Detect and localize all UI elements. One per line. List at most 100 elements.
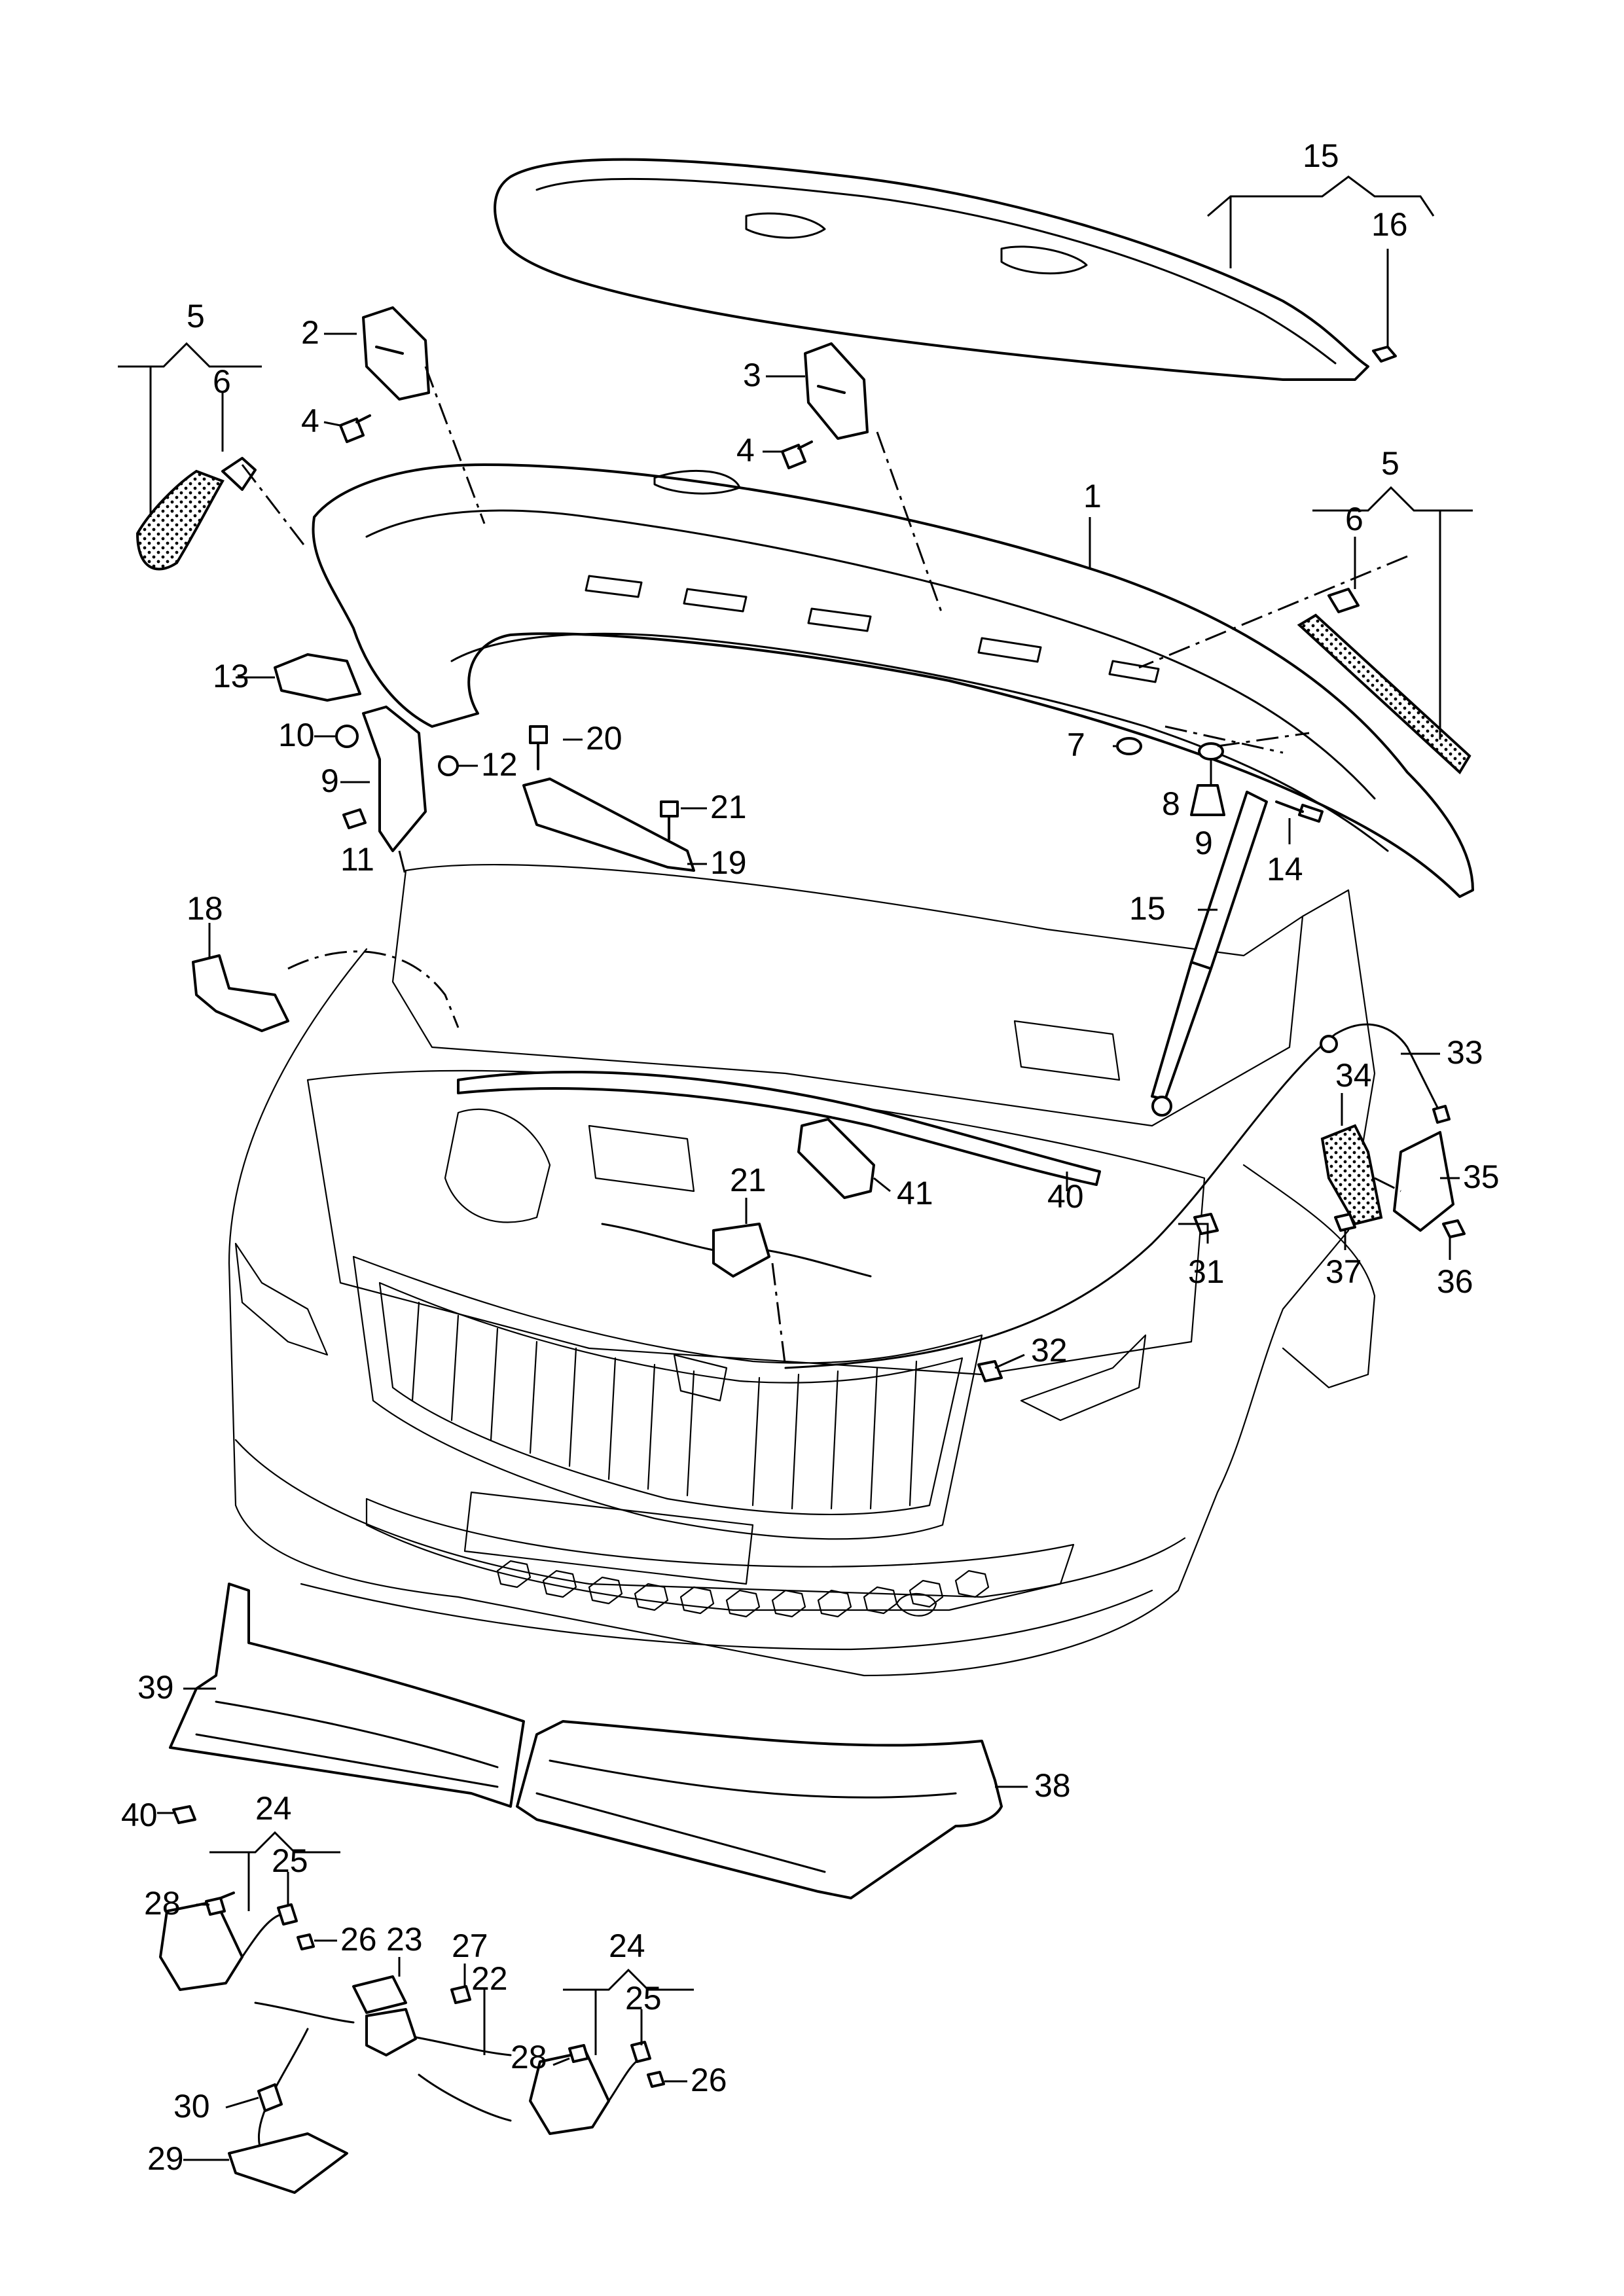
hood-seal-right	[1297, 613, 1471, 775]
callout-4-left: 4	[301, 403, 319, 439]
seal-clip-left	[221, 457, 257, 491]
callout-19: 18	[187, 890, 223, 927]
hood-seal-left	[135, 469, 225, 571]
bumper-lower	[300, 1583, 1153, 1651]
seal-clip-right	[1327, 588, 1360, 613]
clip-26-right	[647, 2071, 665, 2088]
callout-27: 27	[452, 1928, 488, 1964]
support-20	[522, 778, 695, 872]
release-lever-29	[228, 2132, 348, 2194]
cable-end-32	[1432, 1105, 1451, 1124]
callout-6-right: 6	[1345, 501, 1363, 537]
insulation-mat-recess-right	[1000, 245, 1088, 275]
callout-22-lower: 22	[471, 1960, 508, 1997]
cable-distributor-22-lower	[365, 2008, 417, 2056]
clip-26-left	[297, 1933, 315, 1950]
hood-inner-frame	[365, 509, 1376, 800]
callout-30: 30	[173, 2088, 210, 2125]
grille-slats	[411, 1301, 918, 1510]
callout-31-upper: 31	[1188, 1253, 1225, 1290]
hood-rear-cavity	[653, 469, 741, 495]
callout-26-left: 26	[340, 1921, 377, 1958]
plenum-panel-left-38	[169, 1583, 525, 1808]
callout-22-upper: 21	[730, 1162, 767, 1198]
callout-18: 16	[1371, 206, 1408, 243]
badge	[673, 1354, 728, 1402]
callout-37: 38	[1034, 1767, 1071, 1804]
headlight-right	[1020, 1334, 1147, 1422]
callout-14: 13	[213, 658, 249, 694]
callout-28-left: 28	[144, 1885, 181, 1922]
headlight-left	[234, 1242, 329, 1356]
bolt-27	[450, 1985, 471, 2004]
callout-2: 2	[301, 314, 319, 351]
vehicle-body	[228, 864, 1376, 1677]
grille-inner	[378, 1282, 964, 1516]
callout-34: 35	[1463, 1158, 1500, 1195]
windscreen-frame	[391, 864, 1304, 1127]
callout-41: 41	[897, 1175, 933, 1211]
bracket-34	[1393, 1131, 1454, 1232]
callout-36: 37	[1326, 1253, 1362, 1290]
switch-25-left-wire	[241, 1913, 283, 1958]
grille-outline	[352, 1255, 983, 1540]
callout-1: 1	[1083, 478, 1102, 514]
release-cable-upper	[601, 1223, 872, 1278]
bracket-19	[192, 954, 289, 1032]
callout-21-lower: 21	[710, 789, 747, 825]
cable-ferrule	[1320, 1035, 1338, 1053]
callout-5-right: 5	[1381, 445, 1399, 482]
callout-35: 36	[1437, 1263, 1473, 1300]
clip-35	[1442, 1219, 1466, 1238]
cable-clip-31-lower	[977, 1360, 1003, 1382]
callout-32: 33	[1447, 1034, 1483, 1071]
hinge-bolt-right	[781, 440, 813, 469]
hood-hinge-right	[804, 342, 869, 440]
callout-3: 3	[743, 357, 761, 393]
handle-33	[1320, 1124, 1383, 1226]
callout-16: 15	[1129, 890, 1166, 927]
nut-11	[335, 725, 359, 748]
callout-23: 23	[386, 1921, 423, 1958]
callout-31-lower: 32	[1031, 1332, 1068, 1369]
bumper	[234, 1439, 1186, 1598]
assembly-lines	[241, 366, 1408, 1369]
callout-13: 12	[481, 746, 518, 783]
callout-4-right: 4	[736, 432, 755, 469]
callout-25-left: 25	[272, 1842, 308, 1879]
honeycomb-pattern	[496, 1560, 990, 1618]
callout-6-left: 6	[213, 363, 231, 400]
clip-23	[352, 1975, 407, 2014]
callout-9: 9	[1195, 825, 1213, 861]
bracket-10	[362, 706, 427, 852]
callout-10: 9	[321, 762, 339, 799]
grommet-30	[257, 2083, 283, 2112]
engine-bay-rim	[306, 1069, 1206, 1376]
switch-25-left	[277, 1903, 298, 1926]
bolt-36	[1334, 1213, 1356, 1232]
callout-7: 7	[1067, 726, 1085, 763]
bracket-41	[797, 1118, 875, 1199]
clip-18	[1372, 346, 1397, 363]
hood	[312, 463, 1474, 898]
callout-17: 15	[1303, 137, 1339, 174]
callout-24-right: 24	[609, 1928, 645, 1964]
callout-25-right: 25	[625, 1980, 662, 2017]
cable-distributor-22-upper	[712, 1223, 770, 1278]
callout-20: 19	[710, 844, 747, 881]
plenum-panel-right-37	[516, 1720, 1003, 1899]
callout-39: 40	[121, 1797, 158, 1833]
wing-right	[1242, 1164, 1376, 1389]
bolt-28-left	[205, 1892, 235, 1916]
seal-40	[457, 1071, 1101, 1186]
fog-light-right	[895, 1592, 937, 1617]
bolt-21-upper	[529, 725, 548, 770]
bracket-14	[274, 653, 361, 702]
washer-7	[1116, 737, 1142, 755]
callout-15: 14	[1267, 851, 1303, 888]
callout-33: 34	[1335, 1057, 1372, 1094]
callout-24-left: 24	[255, 1790, 292, 1827]
callout-12: 11	[340, 841, 374, 878]
nut-13	[438, 755, 459, 776]
